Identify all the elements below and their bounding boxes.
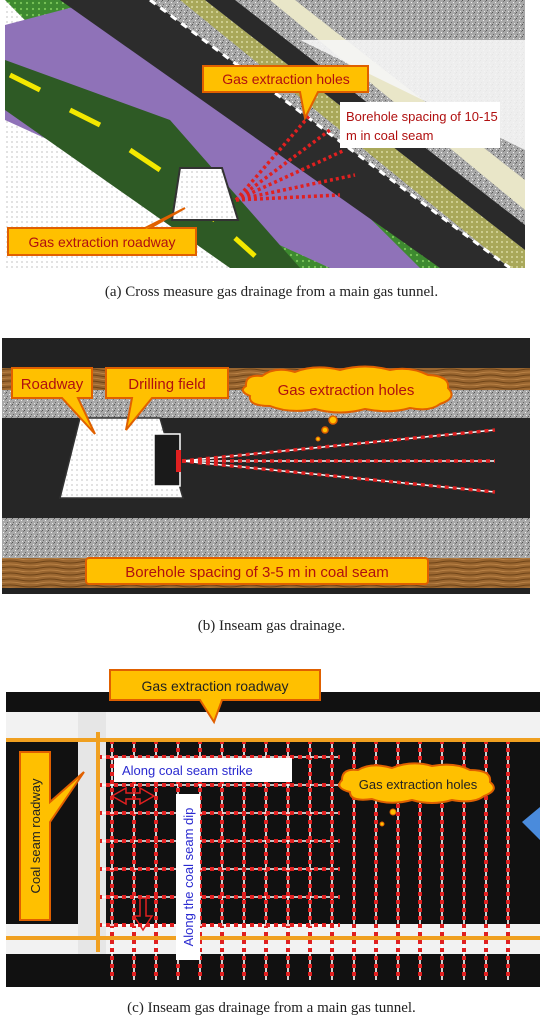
panel-a-svg: Gas extraction holes Borehole spacing of… [0, 0, 543, 272]
spacing-label-line2: m in coal seam [346, 128, 433, 143]
panel-b-diagram: Roadway Drilling field Gas extraction ho… [0, 338, 543, 594]
seam-boundary [149, 0, 511, 268]
roadway-label: Gas extraction roadway [141, 678, 288, 694]
gas-extraction-holes [234, 113, 356, 202]
strike-label: Along coal seam strike [122, 763, 253, 778]
roadway-label: Gas extraction roadway [28, 234, 175, 250]
panel-a-diagram: Gas extraction holes Borehole spacing of… [0, 0, 543, 272]
roadway-callout: Roadway [11, 367, 96, 435]
gas-extraction-holes [181, 428, 496, 494]
spacing-label: Borehole spacing of 3-5 m in coal seam [125, 564, 388, 581]
holes-callout: Gas extraction holes [338, 762, 495, 827]
caption-c: (c) Inseam gas drainage from a main gas … [127, 1000, 416, 1016]
strike-label-box: Along coal seam strike [114, 758, 292, 782]
holes-label: Gas extraction holes [278, 382, 415, 399]
gas-extraction-roadway [170, 167, 240, 221]
spacing-callout: Borehole spacing of 3-5 m in coal seam [85, 557, 429, 585]
roadway-label: Roadway [21, 376, 84, 393]
road-marking [8, 72, 257, 258]
panel-b-svg: Roadway Drilling field Gas extraction ho… [2, 338, 530, 594]
roadway-callout: Gas extraction roadway [109, 669, 321, 725]
caption-a: (a) Cross measure gas drainage from a ma… [104, 284, 439, 300]
coal-seam-roadway [78, 712, 106, 954]
drilling-field [153, 433, 181, 487]
drilling-field-callout: Drilling field [105, 367, 229, 431]
spacing-callout: Borehole spacing of 10-15 m in coal seam [340, 102, 500, 148]
panel-c-svg: Gas extraction roadway Along coal seam s… [6, 669, 540, 987]
flow-arrow-icon [522, 807, 540, 840]
coal-seam [60, 0, 510, 268]
lower-rock [2, 518, 530, 558]
holes-label: Gas extraction holes [359, 777, 478, 792]
drilling-field-label: Drilling field [128, 376, 206, 393]
purple-rock-layer [5, 0, 420, 268]
holes-callout: Gas extraction holes [241, 365, 453, 442]
dip-label-box: Along the coal seam dip [176, 794, 200, 960]
caption-b: (b) Inseam gas drainage. [197, 618, 346, 634]
coal-roadway-callout: Coal seam roadway [19, 751, 85, 921]
dip-label: Along the coal seam dip [181, 808, 196, 947]
spacing-label-line1: Borehole spacing of 10-15 [346, 109, 498, 124]
dip-arrow [132, 897, 154, 932]
strike-arrow [110, 786, 156, 806]
holes-label: Gas extraction holes [222, 71, 350, 87]
roadway-callout: Gas extraction roadway [7, 207, 197, 256]
holes-callout: Gas extraction holes [202, 65, 369, 122]
panel-c-diagram: Gas extraction roadway Along coal seam s… [0, 662, 543, 992]
coal-roadway-label: Coal seam roadway [28, 778, 43, 893]
